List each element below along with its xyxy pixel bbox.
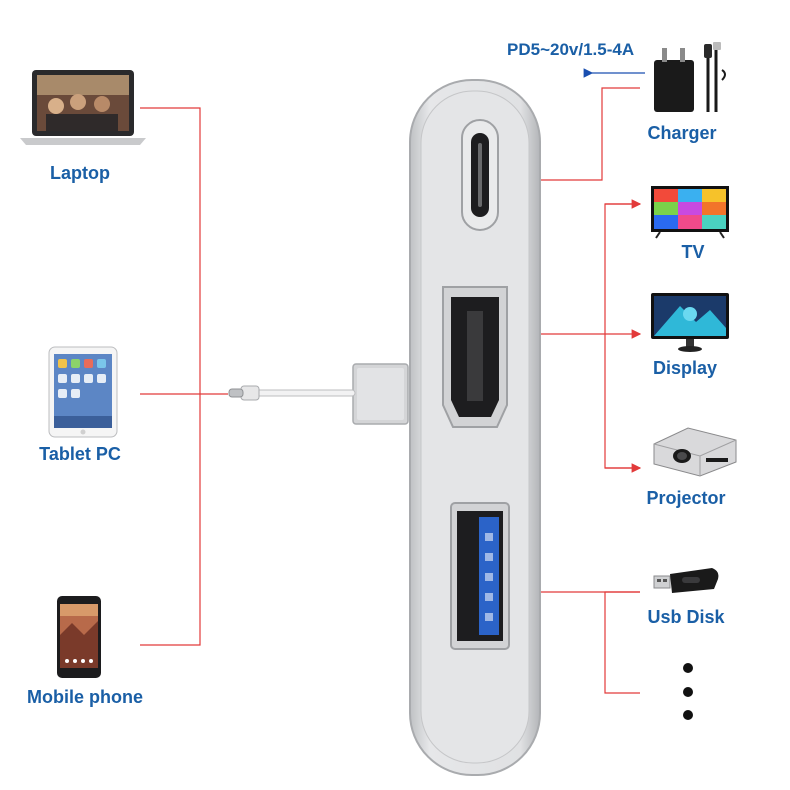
ellipsis-icon xyxy=(678,658,698,724)
label-charger: Charger xyxy=(647,123,716,144)
power-spec: PD5~20v/1.5-4A xyxy=(507,40,634,60)
label-display: Display xyxy=(653,358,717,379)
adapter-housing xyxy=(405,75,545,780)
label-tablet-pc: Tablet PC xyxy=(39,444,121,465)
usb-bracket xyxy=(605,592,640,693)
label-projector: Projector xyxy=(646,488,725,509)
usb-c-port xyxy=(462,120,498,230)
hdmi-port xyxy=(443,287,507,427)
mobile-phone-icon xyxy=(56,595,102,679)
label-laptop: Laptop xyxy=(50,163,110,184)
label-tv: TV xyxy=(681,242,704,263)
label-mobile-phone: Mobile phone xyxy=(27,687,143,708)
monitor-icon xyxy=(650,292,730,354)
projector-icon xyxy=(648,418,740,480)
usb-a-port xyxy=(451,503,509,649)
laptop-icon xyxy=(18,68,148,148)
usb-c-cable xyxy=(225,362,415,432)
charger-icon xyxy=(648,40,738,115)
hdmi-bracket xyxy=(605,204,640,468)
tv-icon xyxy=(650,185,730,239)
tablet-icon xyxy=(48,346,118,438)
usb-disk-icon xyxy=(652,565,722,597)
input-wire-left xyxy=(140,108,200,645)
label-usb-disk: Usb Disk xyxy=(647,607,724,628)
